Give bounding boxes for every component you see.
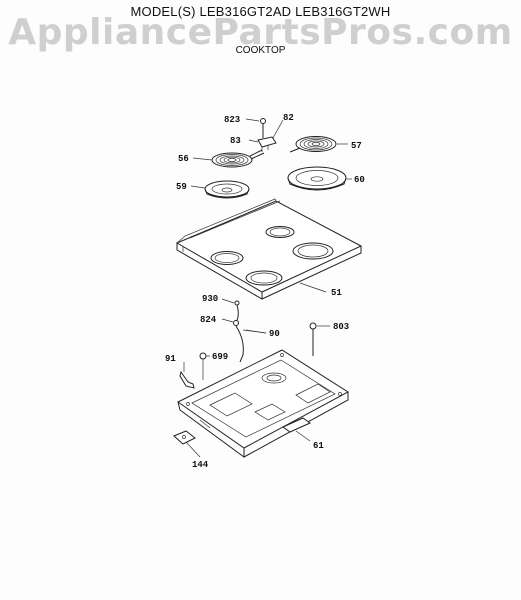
surface-element-57 xyxy=(289,136,337,153)
callout-60: 60 xyxy=(354,175,365,185)
drip-pan-59 xyxy=(204,180,250,199)
callout-930: 930 xyxy=(202,294,218,304)
screw-823 xyxy=(260,118,266,138)
callout-61: 61 xyxy=(313,441,324,451)
callout-144: 144 xyxy=(192,460,209,470)
callout-59: 59 xyxy=(176,182,187,192)
terminal-block-83 xyxy=(257,136,277,152)
callout-56: 56 xyxy=(178,154,189,164)
main-top-61 xyxy=(177,349,349,458)
wire-harness-90 xyxy=(233,300,267,363)
callout-91: 91 xyxy=(165,354,176,364)
screw-699 xyxy=(199,352,207,380)
bracket-91 xyxy=(179,370,195,389)
callout-823: 823 xyxy=(224,115,240,125)
bracket-144 xyxy=(173,430,196,445)
section-title: COOKTOP xyxy=(235,45,286,56)
callout-699: 699 xyxy=(212,352,228,362)
watermark-logo: AppliancePartsPros.com xyxy=(8,12,513,53)
surface-element-56 xyxy=(211,149,265,168)
callout-82: 82 xyxy=(283,113,294,123)
model-list: MODEL(S) LEB316GT2AD LEB316GT2WH xyxy=(130,4,391,19)
drip-pan-60 xyxy=(287,166,347,191)
callout-57: 57 xyxy=(351,141,362,151)
callout-803: 803 xyxy=(333,322,349,332)
callout-90: 90 xyxy=(269,329,280,339)
callout-83: 83 xyxy=(230,136,241,146)
callout-51: 51 xyxy=(331,288,342,298)
cooktop-51 xyxy=(175,198,363,300)
screw-803 xyxy=(309,322,317,356)
leader-lines xyxy=(183,118,352,458)
callout-824: 824 xyxy=(200,315,217,325)
